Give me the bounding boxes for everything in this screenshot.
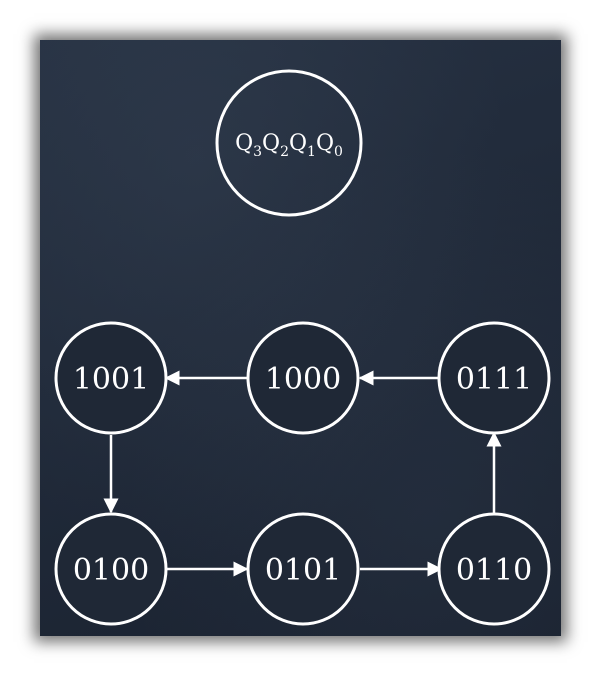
state-circle [246,512,360,626]
state-label: 1001 [73,362,149,397]
state-circle [54,512,168,626]
state-node-1001: 1001 [54,321,168,435]
legend-circle [215,69,363,217]
state-node-1000: 1000 [246,321,360,435]
state-node-0110: 0110 [437,512,551,626]
state-label: 0101 [265,553,341,588]
legend-q2: Q2 [262,131,289,160]
state-node-0100: 0100 [54,512,168,626]
state-circle [54,321,168,435]
legend-label: Q3Q2Q1Q0 [235,131,343,160]
state-label: 0100 [73,553,149,588]
legend-node: Q3Q2Q1Q0 [215,69,363,217]
state-label: 0111 [456,362,532,397]
state-circle [246,321,360,435]
legend-q3: Q3 [235,131,262,160]
legend-q1: Q1 [289,131,316,160]
state-circle [437,321,551,435]
state-node-0101: 0101 [246,512,360,626]
state-label: 1000 [265,362,341,397]
legend-q0: Q0 [316,131,343,160]
state-label: 0110 [456,553,532,588]
state-circle [437,512,551,626]
state-node-0111: 0111 [437,321,551,435]
